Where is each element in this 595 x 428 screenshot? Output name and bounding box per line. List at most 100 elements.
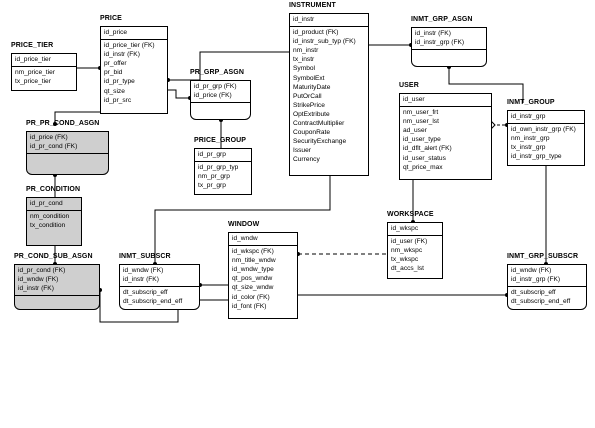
attribute-section: nm_price_tier tx_price_tier: [12, 67, 76, 87]
primary-key-section: id_instr (FK) id_instr_grp (FK): [412, 28, 486, 51]
entity-pr-grp-asgn[interactable]: PR_GRP_ASGN id_pr_grp (FK) id_price (FK): [190, 69, 251, 120]
rel-price-pr-grp-asgn: [168, 89, 190, 99]
attribute: PutOrCall: [293, 92, 322, 100]
attribute-section: id_product (FK) id_instr_sub_typ (FK) nm…: [290, 27, 368, 165]
pk-attribute: id_instr (FK): [18, 285, 54, 293]
attribute-section: id_own_instr_grp (FK) nm_instr_grp tx_in…: [508, 124, 584, 162]
attribute: id_price_tier (FK): [104, 42, 155, 50]
pk-attribute: id_wkspc: [391, 225, 419, 232]
entity-instrument[interactable]: INSTRUMENT id_instr id_product (FK) id_i…: [289, 2, 369, 176]
attribute: id_color (FK): [232, 293, 270, 301]
attribute: id_pr_src: [104, 96, 132, 104]
entity-window[interactable]: WINDOW id_wndw id_wkspc (FK) nm_title_wn…: [228, 221, 298, 319]
primary-key-section: id_pr_cond (FK) id_wndw (FK) id_instr (F…: [15, 265, 99, 297]
attribute: StrikePrice: [293, 101, 325, 109]
rel-price-pr-pr-cond-asgn: [54, 111, 100, 124]
pk-attribute: id_instr_grp (FK): [511, 276, 561, 284]
entity-title: PR_CONDITION: [26, 186, 81, 193]
attribute: dt_subscrip_end_eff: [123, 298, 183, 306]
entity-inmt-grp-asgn[interactable]: INMT_GRP_ASGN id_instr (FK) id_instr_grp…: [411, 16, 487, 67]
pk-attribute: id_instr_grp (FK): [415, 39, 465, 47]
entity-inmt-group[interactable]: INMT_GROUP id_instr_grp id_own_instr_grp…: [507, 99, 585, 166]
entity-inmt-grp-subscr[interactable]: INMT_GRP_SUBSCR id_wndw (FK) id_instr_gr…: [507, 253, 587, 310]
attribute-section: nm_condition tx_condition: [27, 211, 81, 231]
primary-key-section: id_instr_grp: [508, 111, 584, 125]
attribute: qt_pos_wndw: [232, 275, 273, 283]
attribute: tx_instr: [293, 56, 315, 64]
attribute: pr_bid: [104, 69, 123, 77]
pk-attribute: id_pr_grp (FK): [194, 83, 237, 90]
entity-pr-cond-sub-asgn[interactable]: PR_COND_SUB_ASGN id_pr_cond (FK) id_wndw…: [14, 253, 100, 310]
primary-key-section: id_wndw (FK) id_instr (FK): [120, 265, 199, 288]
primary-key-section: id_pr_grp: [195, 149, 251, 163]
attribute: ContractMultiplier: [293, 120, 345, 128]
attribute: tx_instr_grp: [511, 144, 546, 152]
entity-user[interactable]: USER id_user nm_user_frt nm_user_lst ad_…: [399, 82, 492, 180]
attribute: MaturityDate: [293, 83, 331, 91]
attribute: nm_wkspc: [391, 247, 423, 255]
entity-title: PR_PR_COND_ASGN: [26, 120, 100, 127]
primary-key-section: id_price (FK) id_pr_cond (FK): [27, 132, 108, 155]
attribute: SecurityExchange: [293, 138, 347, 146]
attribute: nm_instr_grp: [511, 135, 550, 143]
attribute: id_pr_type: [104, 78, 135, 86]
attribute: id_user_type: [403, 136, 441, 144]
pk-attribute: id_price (FK): [194, 92, 232, 100]
attribute: nm_pr_grp: [198, 173, 230, 181]
attribute: dt_subscrip_end_eff: [511, 298, 571, 306]
attribute: tx_pr_grp: [198, 182, 226, 190]
entity-inmt-subscr[interactable]: INMT_SUBSCR id_wndw (FK) id_instr (FK) d…: [119, 253, 200, 310]
entity-title: INMT_GROUP: [507, 99, 555, 106]
pk-attribute: id_pr_cond: [30, 200, 63, 207]
attribute: qt_size: [104, 87, 125, 95]
entity-title: INMT_GRP_ASGN: [411, 16, 473, 23]
rel-instrument-price: [168, 51, 289, 81]
attribute: id_instr (FK): [104, 51, 140, 59]
attribute: id_user (FK): [391, 238, 428, 246]
attribute: Symbol: [293, 65, 315, 73]
attribute-section: dt_subscrip_eff dt_subscrip_end_eff: [120, 287, 199, 307]
entity-title: WINDOW: [228, 221, 260, 228]
entity-title: INSTRUMENT: [289, 2, 336, 9]
attribute: Currency: [293, 156, 320, 164]
attribute: ad_user: [403, 127, 427, 135]
pk-attribute: id_pr_cond (FK): [30, 143, 78, 151]
pk-attribute: id_user: [403, 96, 425, 103]
entity-price-tier[interactable]: PRICE_TIER id_price_tier nm_price_tier t…: [11, 42, 77, 91]
entity-title: INMT_GRP_SUBSCR: [507, 253, 579, 260]
attribute-section: dt_subscrip_eff dt_subscrip_end_eff: [508, 287, 586, 307]
entity-price-group[interactable]: PRICE_GROUP id_pr_grp id_pr_grp_typ nm_p…: [194, 137, 252, 195]
primary-key-section: id_user: [400, 94, 491, 108]
primary-key-section: id_wndw (FK) id_instr_grp (FK): [508, 265, 586, 288]
attribute: tx_wkspc: [391, 256, 419, 264]
pk-attribute: id_instr (FK): [123, 276, 159, 284]
attribute: tx_condition: [30, 222, 66, 230]
primary-key-section: id_pr_cond: [27, 198, 81, 212]
attribute: id_wndw_type: [232, 266, 274, 274]
entity-pr-pr-cond-asgn[interactable]: PR_PR_COND_ASGN id_price (FK) id_pr_cond…: [26, 120, 109, 175]
attribute: id_pr_grp_typ: [198, 164, 239, 172]
entity-workspace[interactable]: WORKSPACE id_wkspc id_user (FK) nm_wkspc…: [387, 211, 443, 279]
rel-inmt-group-inmt-grp-asgn: [448, 67, 524, 103]
attribute-section: id_user (FK) nm_wkspc tx_wkspc dt_accs_l…: [388, 236, 442, 274]
entity-title: WORKSPACE: [387, 211, 434, 218]
entity-title: PRICE: [100, 15, 122, 22]
pk-attribute: id_pr_grp: [198, 151, 226, 158]
attribute: qt_price_max: [403, 163, 443, 171]
attribute: id_wkspc (FK): [232, 248, 274, 256]
attribute: id_dflt_alert (FK): [403, 145, 452, 153]
entity-title: INMT_SUBSCR: [119, 253, 171, 260]
entity-pr-condition[interactable]: PR_CONDITION id_pr_cond nm_condition tx_…: [26, 186, 82, 246]
attribute-section: id_price_tier (FK) id_instr (FK) pr_offe…: [101, 40, 167, 106]
attribute: nm_price_tier: [15, 69, 55, 77]
entity-title: PR_COND_SUB_ASGN: [14, 253, 93, 260]
attribute: nm_condition: [30, 213, 70, 221]
pk-attribute: id_wndw (FK): [18, 276, 59, 284]
entity-title: PRICE_GROUP: [194, 137, 247, 144]
pk-attribute: id_price_tier: [15, 56, 51, 63]
attribute: nm_user_frt: [403, 109, 439, 117]
entity-price[interactable]: PRICE id_price id_price_tier (FK) id_ins…: [100, 15, 168, 114]
attribute: SymbolExt: [293, 74, 325, 82]
entity-title: USER: [399, 82, 419, 89]
pk-attribute: id_price (FK): [30, 134, 68, 141]
